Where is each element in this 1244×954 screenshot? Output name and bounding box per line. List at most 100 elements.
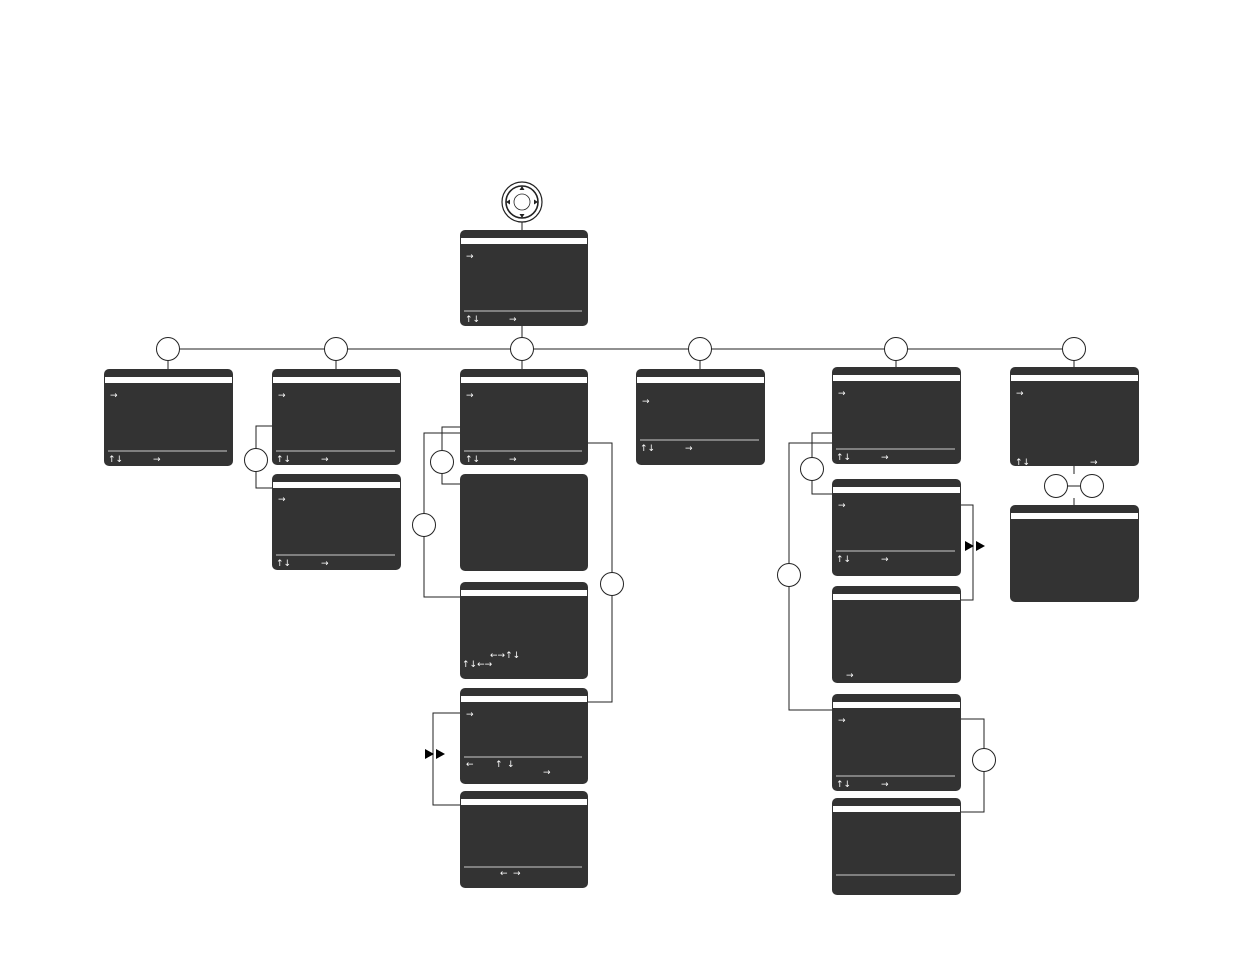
submenu-3-list-screen: →←↑↓→	[460, 688, 588, 784]
screen-panel	[1010, 505, 1139, 602]
submenu-3-page-screen: ←→	[460, 791, 588, 888]
nav-select-icon: →	[685, 444, 693, 454]
screen-title-bar	[461, 696, 587, 702]
screen-panel	[460, 791, 588, 888]
submenu-4-screen: → ↑↓ →	[636, 369, 765, 465]
step-circles-layer	[156, 337, 1104, 772]
screen-title-bar	[833, 375, 960, 381]
nav-select-icon: →	[509, 455, 517, 465]
submenu-5c-screen: →	[832, 586, 961, 683]
select-arrow-icon: →	[466, 710, 474, 720]
screen-title-bar	[833, 594, 960, 600]
nav-select-icon: →	[509, 315, 517, 325]
screen-title-bar	[1011, 375, 1138, 381]
fast-forward-icon	[425, 749, 445, 759]
select-arrow-icon: →	[838, 501, 846, 511]
main-menu-screen: → ↑↓ →	[460, 230, 588, 326]
nav-all-directions-icon: ↑↓←→	[462, 660, 493, 670]
screen-title-bar	[461, 590, 587, 596]
step-circle-4	[688, 337, 712, 361]
screens-layer: →↑↓→→↑↓→→↑↓→→↑↓→→↑↓→←→↑↓↑↓←→→←↑↓→←→→↑↓→→…	[104, 230, 1139, 895]
step-circle-6	[1062, 337, 1086, 361]
submenu-5d-screen: → ↑↓ →	[832, 694, 961, 791]
select-arrow-icon: →	[466, 252, 474, 262]
nav-up-down-icon: ↑↓	[640, 444, 655, 454]
step-circle-10	[600, 572, 624, 596]
screen-panel	[460, 230, 588, 326]
nav-right-icon: →	[543, 768, 551, 778]
submenu-6b-screen	[1010, 505, 1139, 602]
nav-up-icon: ↑	[495, 760, 503, 770]
screen-title-bar	[461, 799, 587, 805]
select-arrow-icon: →	[110, 391, 118, 401]
submenu-3-screen: → ↑↓ →	[460, 369, 588, 465]
screen-panel	[832, 798, 961, 895]
screen-title-bar	[105, 377, 232, 383]
step-circle-1	[156, 337, 180, 361]
select-arrow-icon: →	[1016, 389, 1024, 399]
select-arrow-icon: →	[846, 671, 854, 681]
screen-panel	[460, 582, 588, 679]
nav-select-icon: →	[153, 455, 161, 465]
nav-up-down-icon: ↑↓	[108, 455, 123, 465]
screen-panel	[460, 474, 588, 571]
submenu-2-screen: → ↑↓ →	[272, 369, 401, 465]
step-circle-11	[800, 457, 824, 481]
select-arrow-icon: →	[466, 391, 474, 401]
step-circle-15	[1080, 474, 1104, 498]
nav-up-down-icon: ↑↓	[276, 559, 291, 569]
screen-title-bar	[833, 487, 960, 493]
nav-up-down-icon: ↑↓	[836, 453, 851, 463]
submenu-3-info-screen	[460, 474, 588, 571]
nav-up-down-icon: ↑↓	[836, 780, 851, 790]
step-circle-8	[430, 450, 454, 474]
nav-up-down-icon: ↑↓	[276, 455, 291, 465]
step-circle-5	[884, 337, 908, 361]
screen-panel	[104, 369, 233, 466]
submenu-5-screen: → ↑↓ →	[832, 367, 961, 464]
select-arrow-icon: →	[278, 391, 286, 401]
screen-panel	[460, 369, 588, 465]
nav-select-icon: →	[321, 455, 329, 465]
select-arrow-icon: →	[642, 397, 650, 407]
nav-right-icon: →	[513, 869, 521, 879]
step-circle-3	[510, 337, 534, 361]
fast-forward-layer	[425, 541, 985, 759]
screen-panel	[832, 694, 961, 791]
submenu-1-screen: → ↑↓ →	[104, 369, 233, 466]
screen-panel	[832, 586, 961, 683]
nav-select-icon: →	[321, 559, 329, 569]
nav-select-icon: →	[881, 555, 889, 565]
submenu-2b-screen: →↑↓→	[272, 474, 401, 570]
nav-select-icon: →	[881, 453, 889, 463]
screen-panel	[460, 688, 588, 784]
screen-panel	[636, 369, 765, 465]
nav-up-down-icon: ↑↓	[465, 455, 480, 465]
nav-left-right-up-down-icon: ←→↑↓	[490, 651, 520, 661]
nav-up-down-icon: ↑↓	[1015, 458, 1030, 468]
step-circle-14	[1044, 474, 1068, 498]
step-circle-7	[244, 448, 268, 472]
screen-title-bar	[273, 377, 400, 383]
joystick-dpad-icon	[501, 181, 543, 223]
nav-left-icon: ←	[500, 869, 508, 879]
step-circle-13	[972, 748, 996, 772]
submenu-5e-screen	[832, 798, 961, 895]
screen-panel	[272, 369, 401, 465]
screen-title-bar	[637, 377, 764, 383]
select-arrow-icon: →	[838, 389, 846, 399]
screen-panel	[832, 367, 961, 464]
nav-select-icon: →	[1090, 458, 1098, 468]
step-circle-12	[777, 563, 801, 587]
step-circle-9	[412, 513, 436, 537]
nav-select-icon: →	[881, 780, 889, 790]
submenu-6-screen: → ↑↓ →	[1010, 367, 1139, 468]
screen-title-bar	[833, 806, 960, 812]
nav-up-down-icon: ↑↓	[465, 315, 480, 325]
step-circle-2	[324, 337, 348, 361]
screen-panel	[832, 479, 961, 576]
screen-title-bar	[273, 482, 400, 488]
screen-title-bar	[1011, 513, 1138, 519]
select-arrow-icon: →	[838, 716, 846, 726]
